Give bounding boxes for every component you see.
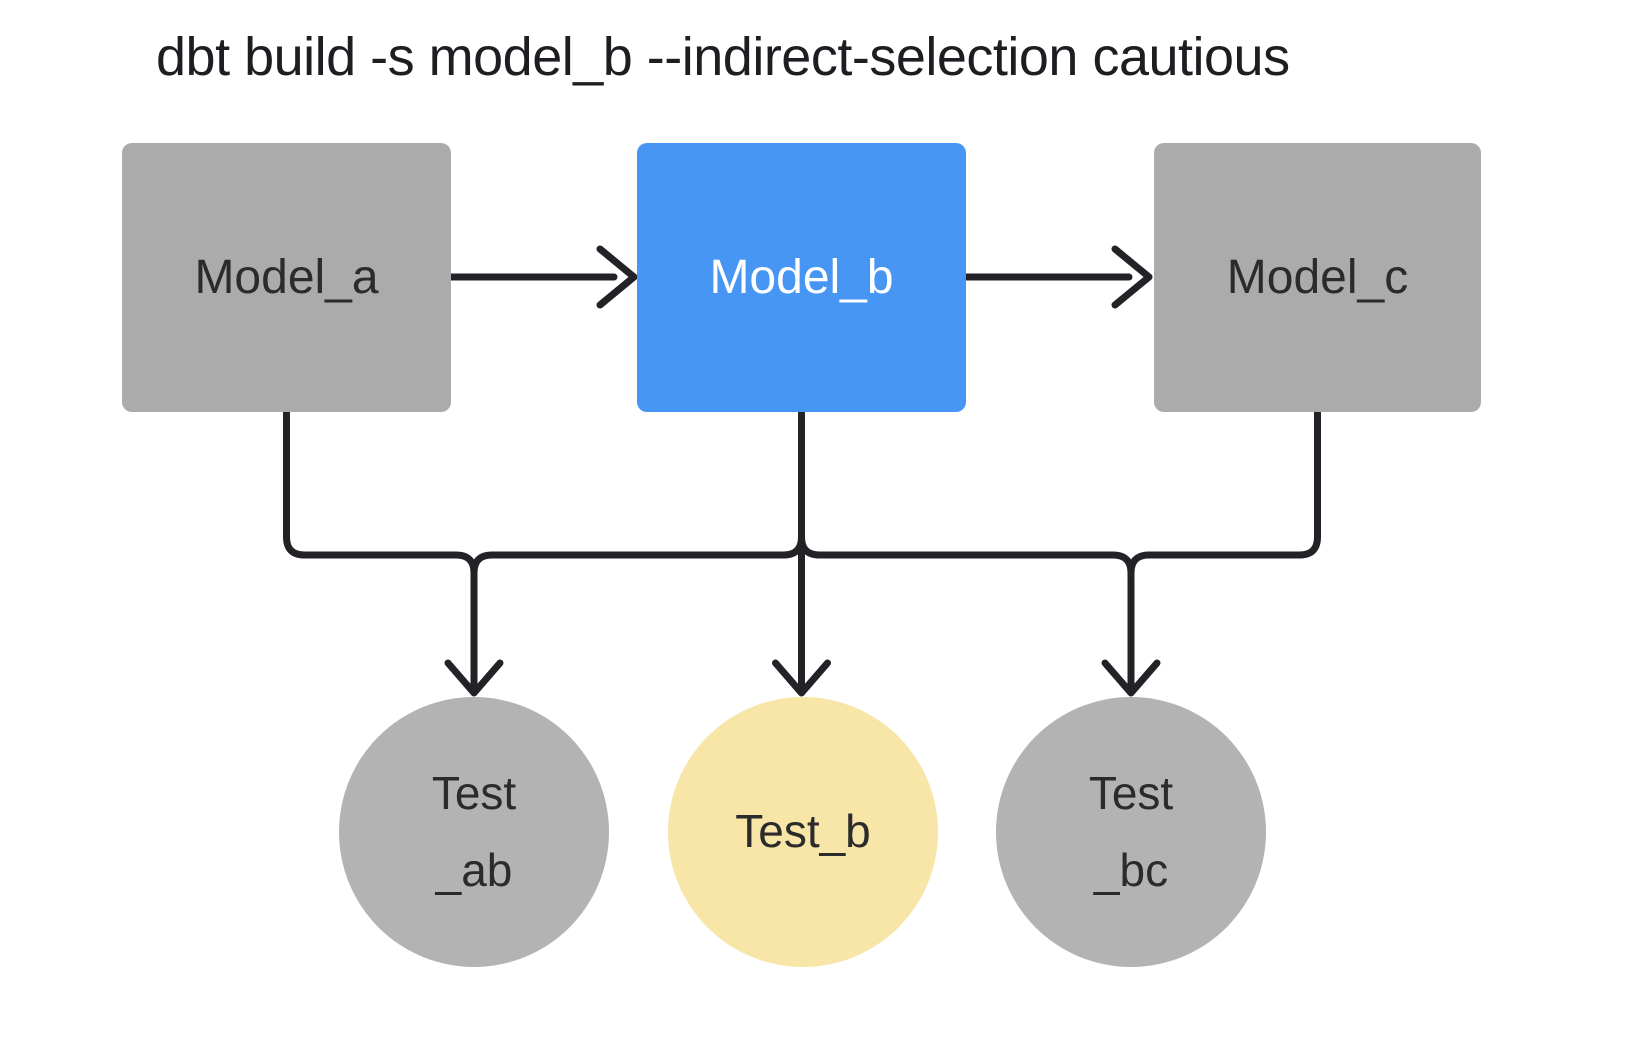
node-test_ab: Test _ab bbox=[339, 697, 609, 967]
node-model_b-selected: Model_b bbox=[637, 143, 966, 412]
node-test_b-selected: Test_b bbox=[668, 697, 938, 967]
node-test_ab-label-line2: _ab bbox=[435, 844, 513, 896]
arrowhead-test_bc bbox=[1101, 659, 1161, 697]
node-test_bc-label-line2: _bc bbox=[1093, 844, 1169, 896]
arrowhead-test_b bbox=[772, 659, 831, 697]
edge-model_c-test_bc bbox=[1127, 408, 1321, 577]
node-test_bc-label-line1: Test bbox=[1088, 766, 1174, 819]
edge-model_a-model_b-arrowhead bbox=[596, 245, 638, 309]
diagram-title: dbt build -s model_b --indirect-selectio… bbox=[156, 27, 1290, 87]
node-model_a: Model_a bbox=[122, 143, 451, 412]
arrowhead-test_ab bbox=[444, 659, 504, 697]
node-model_b-label: Model_b bbox=[709, 251, 894, 304]
bus-right-segment bbox=[798, 533, 1135, 690]
edge-model_a-test_ab bbox=[283, 408, 478, 690]
node-test_b-label-line1: Test_b bbox=[735, 805, 871, 858]
bus-left-segment bbox=[470, 533, 805, 577]
node-model_c-label: Model_c bbox=[1226, 251, 1409, 304]
node-test_bc: Test _bc bbox=[996, 697, 1266, 967]
node-model_c: Model_c bbox=[1154, 143, 1481, 412]
node-model_a-label: Model_a bbox=[194, 251, 379, 304]
node-test_ab-label-line1: Test bbox=[431, 766, 517, 819]
edge-model_b-model_c-arrowhead bbox=[1111, 245, 1153, 309]
